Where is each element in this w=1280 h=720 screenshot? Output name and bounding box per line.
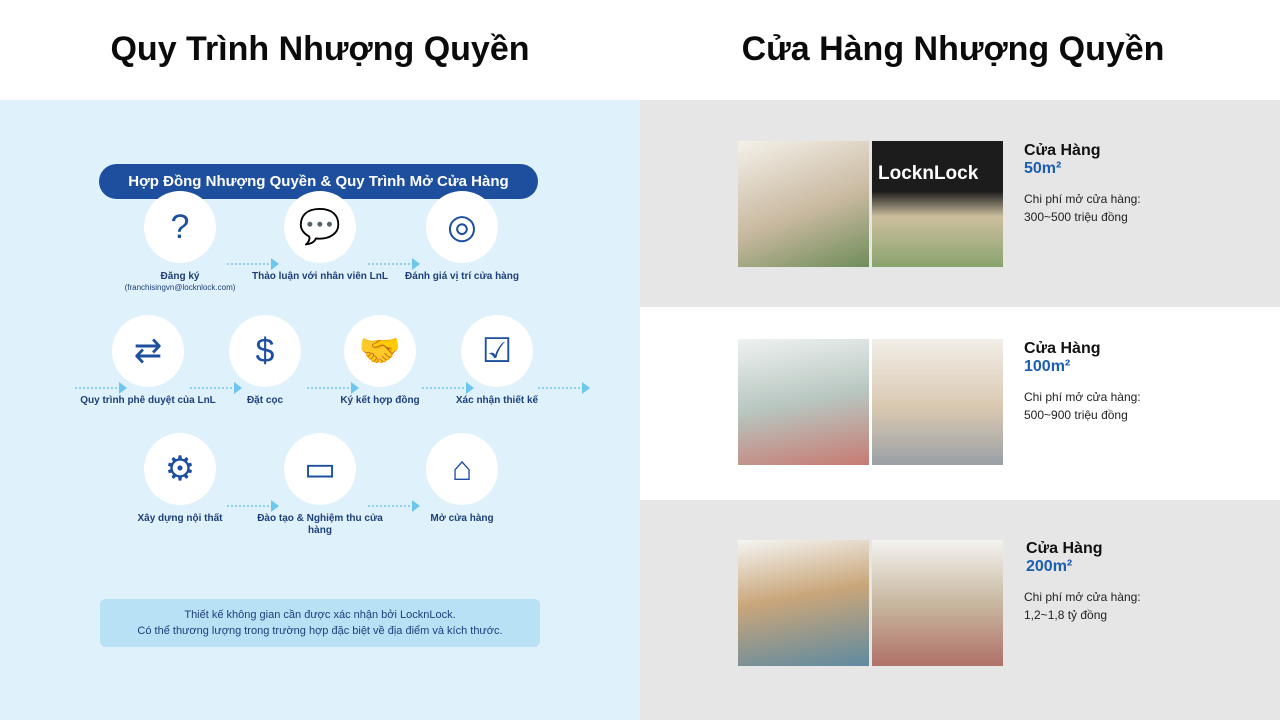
note-line: Thiết kế không gian cần được xác nhận bở…: [184, 609, 456, 621]
step-label: Mở cửa hàng: [430, 513, 494, 524]
step-label: Thảo luận với nhân viên LnL: [251, 271, 388, 282]
arrow-icon: [227, 258, 279, 273]
arrow-icon: [227, 500, 279, 515]
step-email: (franchisingvn@locknlock.com): [124, 283, 236, 292]
store-cost-label: Chi phí mở cửa hàng:: [1024, 590, 1141, 604]
step-label: Xác nhận thiết kế: [455, 395, 539, 406]
step-label: Xây dựng nội thất: [137, 513, 223, 524]
store-icon: ⌂: [426, 433, 498, 505]
discussion-icon: 💬: [284, 191, 356, 263]
store-cost: 300~500 triệu đồng: [1024, 210, 1128, 224]
deposit-coin-icon: $: [229, 315, 301, 387]
process-step: ⚙ Xây dựng nội thất: [105, 433, 255, 525]
process-step: ⌂ Mở cửa hàng: [387, 433, 537, 525]
note-box: Thiết kế không gian cần được xác nhận bở…: [100, 599, 540, 647]
store-info-50: Cửa Hàng 50m² Chi phí mở cửa hàng: 300~5…: [1024, 142, 1141, 226]
step-label: Đăng ký: [160, 271, 200, 282]
arrow-icon: [368, 258, 420, 273]
store-name: Cửa Hàng: [1024, 142, 1101, 159]
gears-icon: ⚙: [144, 433, 216, 505]
search-question-icon: ?: [144, 191, 216, 263]
arrow-icon: [368, 500, 420, 515]
store-size: 200m²: [1026, 558, 1073, 575]
step-label: Ký kết hợp đồng: [340, 395, 420, 406]
store-cost-label: Chi phí mở cửa hàng:: [1024, 390, 1141, 404]
process-panel: Hợp Đồng Nhượng Quyền & Quy Trình Mở Cửa…: [0, 100, 640, 720]
checklist-search-icon: ☑: [461, 315, 533, 387]
step-label: Đặt cọc: [246, 395, 284, 406]
locknlock-sign: LocknLock: [878, 163, 979, 184]
store-info-200: Cửa Hàng 200m² Chi phí mở cửa hàng: 1,2~…: [1024, 540, 1141, 624]
store-size: 100m²: [1024, 358, 1071, 375]
arrow-icon: [422, 382, 474, 397]
right-title: Cửa Hàng Nhượng Quyền: [741, 30, 1165, 68]
arrow-icon: [190, 382, 242, 397]
store-cost-label: Chi phí mở cửa hàng:: [1024, 192, 1141, 206]
process-step: 🤝 Ký kết hợp đồng: [305, 315, 455, 407]
arrow-icon: [307, 382, 359, 397]
arrow-icon: [538, 382, 590, 397]
note-line: Có thể thương lượng trong trường hợp đặc…: [137, 625, 503, 637]
store-size: 50m²: [1024, 160, 1062, 177]
target-check-icon: ◎: [426, 191, 498, 263]
training-icon: ▭: [284, 433, 356, 505]
process-step: ◎ Đánh giá vị trí cửa hàng: [387, 191, 537, 283]
store-cost: 1,2~1,8 tỷ đồng: [1024, 608, 1108, 622]
step-label: Đào tạo & Nghiệm thu cửa hàng: [257, 513, 383, 536]
process-step: 💬 Thảo luận với nhân viên LnL: [245, 191, 395, 283]
process-step: ? Đăng ký(franchisingvn@locknlock.com): [105, 191, 255, 292]
store-name: Cửa Hàng: [1024, 340, 1101, 357]
step-label: Đánh giá vị trí cửa hàng: [405, 271, 519, 282]
store-photo-interior: [738, 141, 869, 267]
store-photo-interior: [738, 540, 869, 666]
handshake-icon: 🤝: [344, 315, 416, 387]
store-photo-interior: [738, 339, 869, 465]
store-cost: 500~900 triệu đồng: [1024, 408, 1128, 422]
step-label: Quy trình phê duyệt của LnL: [80, 395, 216, 406]
store-photo-front: LocknLock: [872, 141, 1003, 267]
store-info-100: Cửa Hàng 100m² Chi phí mở cửa hàng: 500~…: [1024, 340, 1141, 424]
store-photo-cashier: [872, 339, 1003, 465]
process-step: ⇄ Quy trình phê duyệt của LnL: [73, 315, 223, 407]
store-photo-interior: [872, 540, 1003, 666]
process-step: $ Đặt cọc: [190, 315, 340, 407]
left-title: Quy Trình Nhượng Quyền: [110, 30, 530, 68]
store-name: Cửa Hàng: [1026, 540, 1103, 557]
process-step: ☑ Xác nhận thiết kế: [422, 315, 572, 407]
arrow-icon: [75, 382, 127, 397]
process-step: ▭ Đào tạo & Nghiệm thu cửa hàng: [245, 433, 395, 537]
exchange-people-icon: ⇄: [112, 315, 184, 387]
